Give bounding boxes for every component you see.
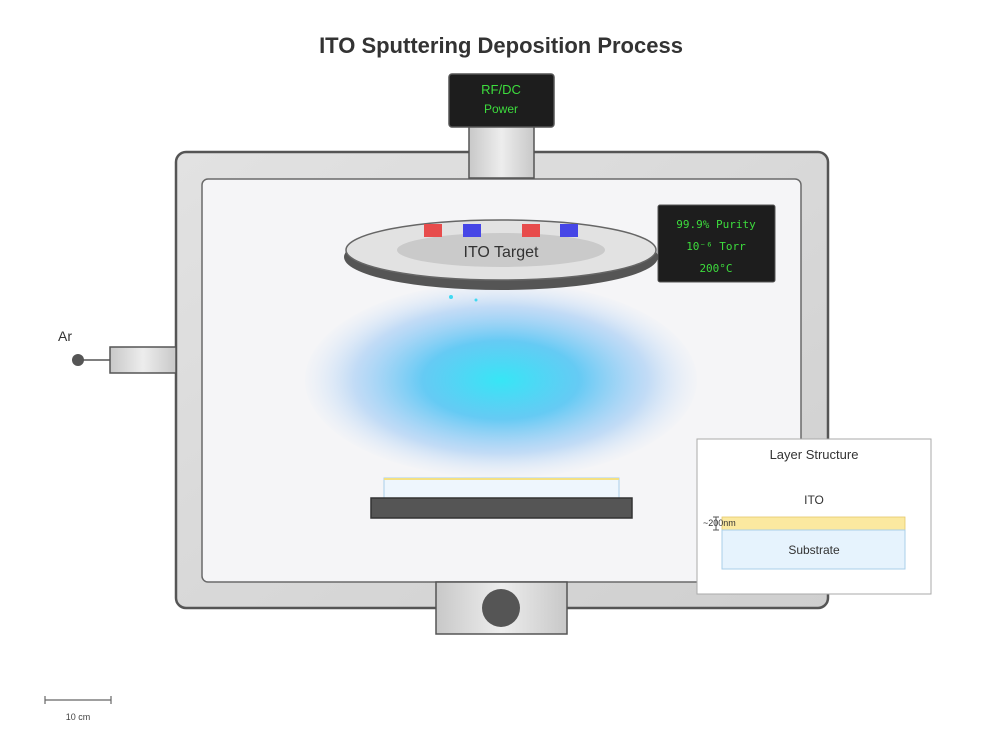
power-label-line2: Power [484, 102, 518, 116]
magnet-north [424, 224, 442, 237]
magnet-south [560, 224, 578, 237]
deposited-film [383, 477, 620, 499]
gas-valve-icon [72, 354, 84, 366]
substrate-holder [370, 497, 633, 519]
substrate-layer-label: Substrate [788, 543, 840, 557]
power-supply[interactable]: RF/DC Power [448, 73, 555, 128]
ito-layer-label: ITO [804, 493, 824, 507]
magnet-south [463, 224, 481, 237]
process-readout: 99.9% Purity 10⁻⁶ Torr 200°C [657, 204, 776, 283]
argon-gas-inlet[interactable]: Ar [58, 328, 177, 374]
power-feedthrough [468, 125, 535, 179]
ito-layer [721, 516, 906, 531]
pressure-readout: 10⁻⁶ Torr [686, 240, 746, 253]
scale-bar-label: 10 cm [66, 712, 91, 722]
sputtered-particle [449, 295, 453, 299]
diagram-title: ITO Sputtering Deposition Process [319, 33, 683, 58]
pump-valve-icon [482, 589, 520, 627]
magnet-north [522, 224, 540, 237]
vacuum-pump-port[interactable] [435, 581, 568, 635]
thickness-label: ~200nm [703, 518, 736, 528]
layer-panel-title: Layer Structure [770, 447, 859, 462]
temperature-readout: 200°C [699, 262, 732, 275]
sputtered-particle [474, 298, 478, 302]
substrate-layer [721, 529, 906, 570]
layer-structure-panel: Layer Structure ITO Substrate ~200nm [696, 438, 932, 595]
scale-bar: 10 cm [44, 696, 112, 722]
gas-label: Ar [58, 328, 72, 344]
power-label-line1: RF/DC [481, 82, 521, 97]
ito-target: ITO Target [344, 219, 658, 290]
purity-readout: 99.9% Purity [676, 218, 756, 231]
target-label: ITO Target [464, 244, 540, 261]
plasma-glow [305, 282, 697, 478]
